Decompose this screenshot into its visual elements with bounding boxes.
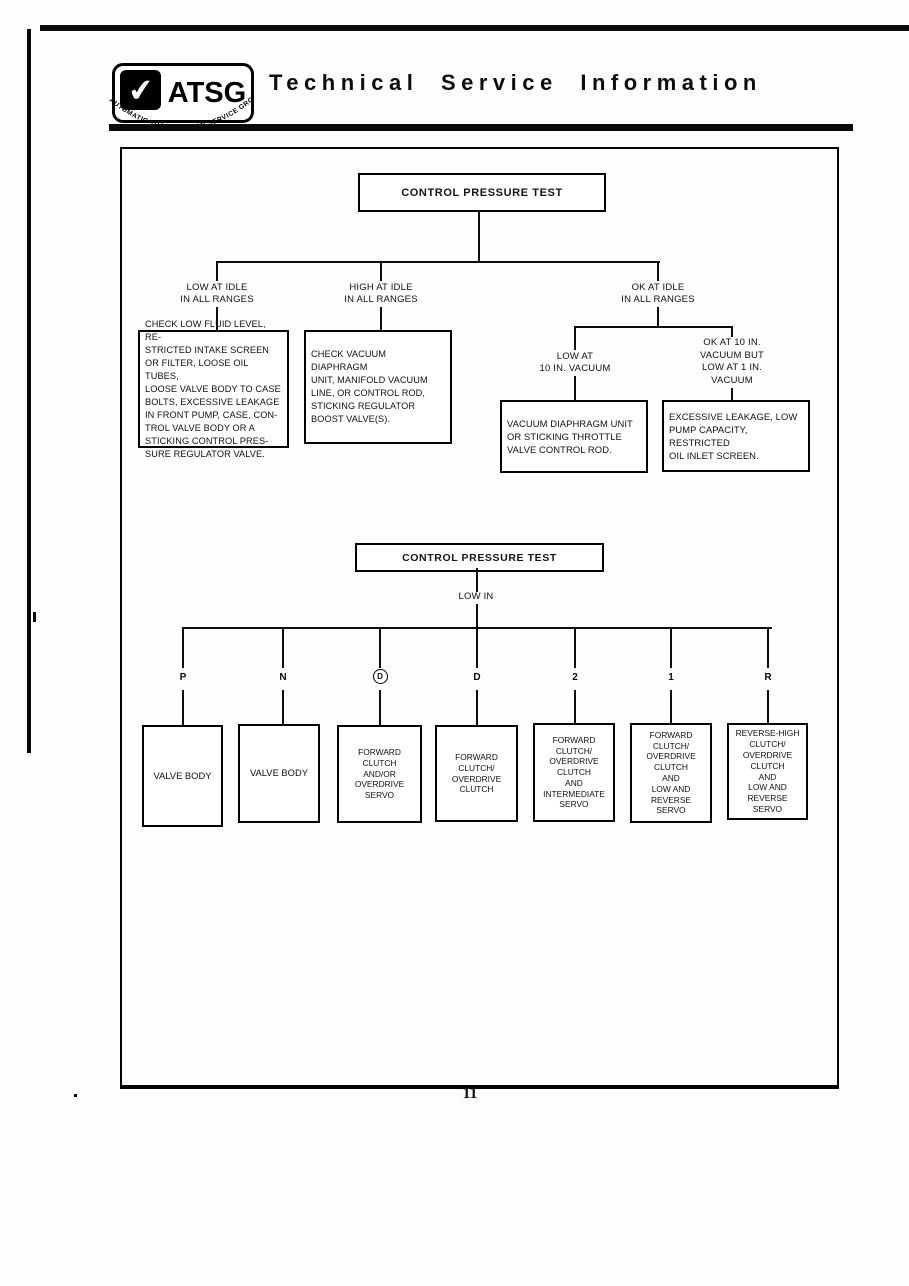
gear-label-n: N (263, 668, 303, 688)
page-number: 11 (462, 1085, 478, 1102)
flowchart1-condition-ok-at-idle: OK AT IDLE IN ALL RANGES (621, 282, 695, 305)
flowchart1-subcondition-ok-at-10in: OK AT 10 IN. VACUUM BUT LOW AT 1 IN. VAC… (699, 337, 765, 386)
scan-artifact-left-line (27, 29, 31, 753)
connector-line (657, 307, 659, 327)
flowchart2-component-r: REVERSE-HIGH CLUTCH/ OVERDRIVE CLUTCH AN… (727, 723, 808, 820)
logo-tagline: AUTOMATIC TRANSMISSION SERVICE GROUP (98, 64, 255, 132)
connector-line (282, 690, 284, 725)
flowchart2-component-p: VALVE BODY (142, 725, 223, 827)
flowchart1-action-low-at-idle: CHECK LOW FLUID LEVEL, RE- STRICTED INTA… (138, 319, 289, 459)
connector-line (476, 629, 478, 668)
svg-text:AUTOMATIC TRANSMISSION SERVICE: AUTOMATIC TRANSMISSION SERVICE GROUP (98, 64, 256, 132)
gear-glyph: D (473, 672, 481, 683)
connector-line (380, 307, 382, 331)
connector-line (574, 376, 576, 400)
gear-label-2: 2 (555, 668, 595, 688)
flowchart2-component-2: FORWARD CLUTCH/ OVERDRIVE CLUTCH AND INT… (533, 723, 615, 822)
scan-artifact-left-tick (33, 612, 36, 622)
gear-glyph: R (764, 672, 772, 683)
logo-brand-text: ATSG (167, 76, 247, 109)
connector-line (731, 328, 733, 337)
flowchart2-component-d: FORWARD CLUTCH/ OVERDRIVE CLUTCH (435, 725, 518, 822)
connector-line (670, 629, 672, 668)
connector-line (282, 629, 284, 668)
flowchart1-condition-low-at-idle: LOW AT IDLE IN ALL RANGES (180, 282, 254, 305)
checkmark-icon: ✔ (120, 70, 161, 110)
connector-line (379, 690, 381, 725)
page-title: Technical Service Information (269, 70, 762, 95)
gear-glyph-circled: D (372, 669, 388, 684)
connector-line (380, 263, 382, 281)
flowchart2-condition-low-in: LOW IN (458, 591, 494, 602)
connector-line (379, 629, 381, 668)
connector-line (182, 690, 184, 725)
flowchart1-action-high-at-idle: CHECK VACUUM DIAPHRAGM UNIT, MANIFOLD VA… (304, 330, 452, 444)
connector-line (670, 690, 672, 725)
flowchart2-component-d-circled: FORWARD CLUTCH AND/OR OVERDRIVE SERVO (337, 725, 422, 823)
connector-line (216, 307, 218, 331)
gear-label-p: P (163, 668, 203, 688)
header-rule (109, 124, 853, 131)
flowchart2-component-n: VALVE BODY (238, 724, 320, 823)
atsg-logo: ✔ ATSG (112, 63, 254, 123)
connector-line (574, 326, 733, 328)
flowchart1-root-box: CONTROL PRESSURE TEST (358, 173, 606, 212)
flowchart2-root-box: CONTROL PRESSURE TEST (355, 543, 604, 572)
connector-line (476, 604, 478, 628)
gear-glyph: 2 (572, 672, 578, 683)
gear-glyph: 1 (668, 672, 674, 683)
flowchart1-subcondition-low-at-10in: LOW AT 10 IN. VACUUM (539, 351, 611, 374)
connector-line (182, 627, 772, 629)
connector-line (731, 388, 733, 400)
connector-line (216, 263, 218, 281)
gear-glyph: P (179, 672, 187, 683)
connector-line (574, 328, 576, 350)
flowchart1-subaction-excessive-leakage: EXCESSIVE LEAKAGE, LOW PUMP CAPACITY, RE… (662, 400, 810, 472)
gear-label-d: D (457, 668, 497, 688)
connector-line (216, 261, 660, 263)
flowchart-frame (120, 147, 839, 1089)
logo-tagline-arc: AUTOMATIC TRANSMISSION SERVICE GROUP (98, 64, 256, 132)
gear-label-d-circled: D (360, 668, 400, 688)
connector-line (476, 690, 478, 725)
gear-glyph: N (279, 672, 287, 683)
gear-label-1: 1 (651, 668, 691, 688)
scan-artifact-top-line (40, 25, 909, 31)
flowchart1-condition-high-at-idle: HIGH AT IDLE IN ALL RANGES (344, 282, 418, 305)
connector-line (182, 629, 184, 668)
connector-line (767, 629, 769, 668)
connector-line (476, 568, 478, 592)
connector-line (574, 629, 576, 668)
connector-line (574, 690, 576, 725)
flowchart1-subaction-vacuum-diaphragm: VACUUM DIAPHRAGM UNIT OR STICKING THROTT… (500, 400, 648, 473)
gear-label-r: R (748, 668, 788, 688)
scan-artifact-bottom-dot (74, 1094, 77, 1097)
connector-line (767, 690, 769, 725)
connector-line (478, 210, 480, 262)
connector-line (657, 263, 659, 281)
flowchart2-component-1: FORWARD CLUTCH/ OVERDRIVE CLUTCH AND LOW… (630, 723, 712, 823)
